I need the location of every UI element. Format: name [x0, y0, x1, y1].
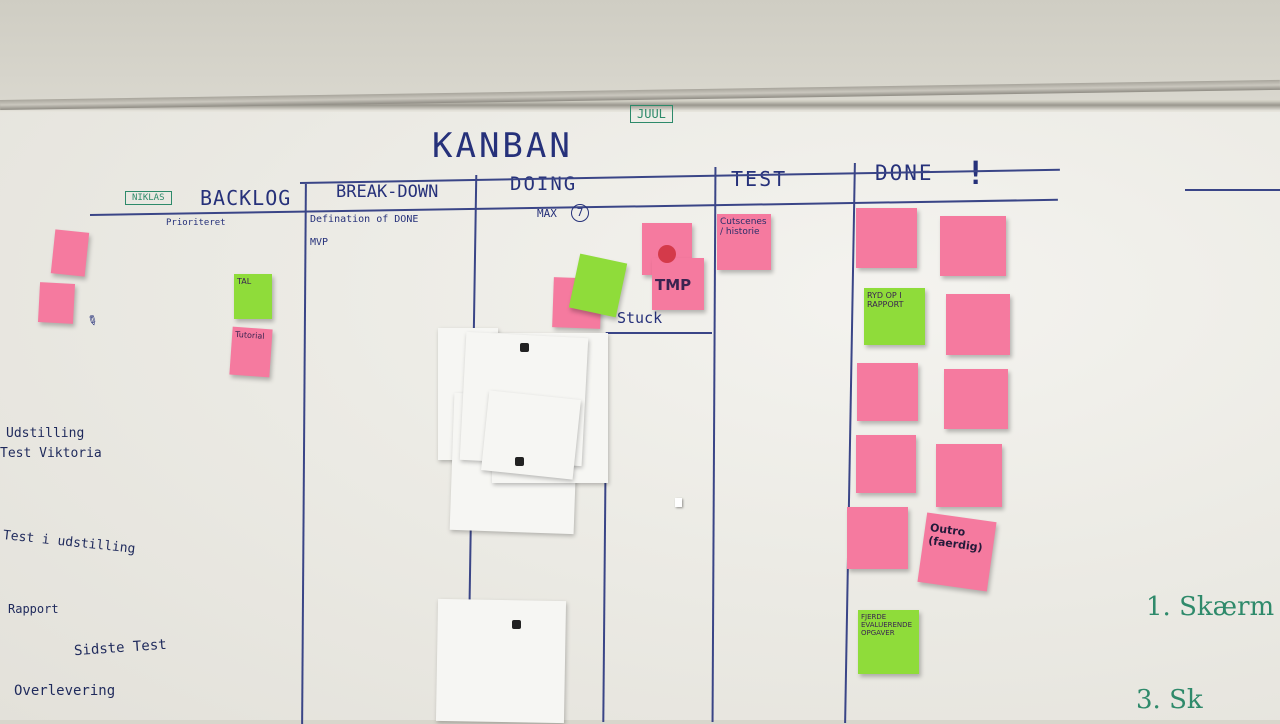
column-test: TEST [731, 167, 788, 191]
rapport-text: Rapport [8, 602, 59, 616]
backlog-prioritized-note: Prioriteret [166, 218, 226, 228]
stuck-box-top [606, 332, 712, 334]
skaerm-1-text: 1. Skærm [1146, 592, 1275, 622]
sticky-note [944, 369, 1008, 429]
sticky-note [847, 507, 908, 569]
sticky-note-cutscenes: Cutscenes / historie [717, 214, 771, 270]
board-title: KANBAN [432, 126, 573, 166]
magnet [512, 620, 521, 629]
sticky-note [936, 444, 1002, 507]
sticky-note-fjerde: FJERDE EVALUERENDE OPGAVER [858, 610, 919, 674]
paper-sheet [435, 598, 567, 724]
stuck-label: Stuck [617, 309, 663, 327]
column-backlog: BACKLOG [200, 186, 292, 210]
note-text: TAL [237, 277, 252, 286]
overlevering-text: Overlevering [14, 683, 116, 699]
doing-max-value: 7 [571, 204, 589, 222]
done-exclamation: ! [966, 154, 986, 192]
doing-max-label: MAX [537, 207, 557, 220]
magnet [520, 343, 529, 352]
note-text: FJERDE EVALUERENDE OPGAVER [861, 613, 912, 637]
test-viktoria-text: Test Viktoria [0, 446, 102, 461]
sticky-note [857, 363, 918, 421]
sticky-note-ryd-op: RYD OP I RAPPORT [864, 288, 925, 345]
sticky-note-outro: Outro (faerdig) [917, 512, 997, 592]
sticky-note [940, 216, 1006, 276]
note-text: TMP [655, 276, 692, 294]
niklas-tag: NIKLAS [125, 191, 172, 205]
sticky-note [856, 208, 917, 268]
column-doing: DOING [510, 173, 578, 195]
udstilling-text: Udstilling [6, 426, 85, 441]
red-magnet [658, 245, 676, 263]
white-magnet [675, 498, 682, 507]
column-breakdown: BREAK-DOWN [336, 182, 439, 202]
whiteboard [0, 112, 1280, 720]
paper-sheet-drawing [481, 390, 581, 480]
sticky-note [37, 282, 76, 324]
note-text: Outro (faerdig) [927, 521, 984, 555]
sticky-note-tal: TAL [234, 274, 272, 319]
breakdown-item-mvp: MVP [310, 237, 329, 248]
magnet [515, 457, 524, 466]
sticky-note [50, 229, 90, 277]
sticky-note-tutorial: Tutorial [229, 326, 273, 378]
note-text: Cutscenes / historie [720, 217, 767, 237]
juul-tag: JUUL [630, 105, 673, 123]
sticky-note [946, 294, 1010, 355]
note-text: Tutorial [234, 329, 265, 341]
sticky-note [856, 435, 916, 493]
breakdown-item-definition: Defination of DONE [310, 214, 419, 225]
sticky-note-tmp: TMP [652, 258, 704, 310]
right-edge-line [1185, 189, 1280, 191]
note-text: RYD OP I RAPPORT [867, 291, 904, 309]
skaerm-3-text: 3. Sk [1136, 685, 1203, 715]
